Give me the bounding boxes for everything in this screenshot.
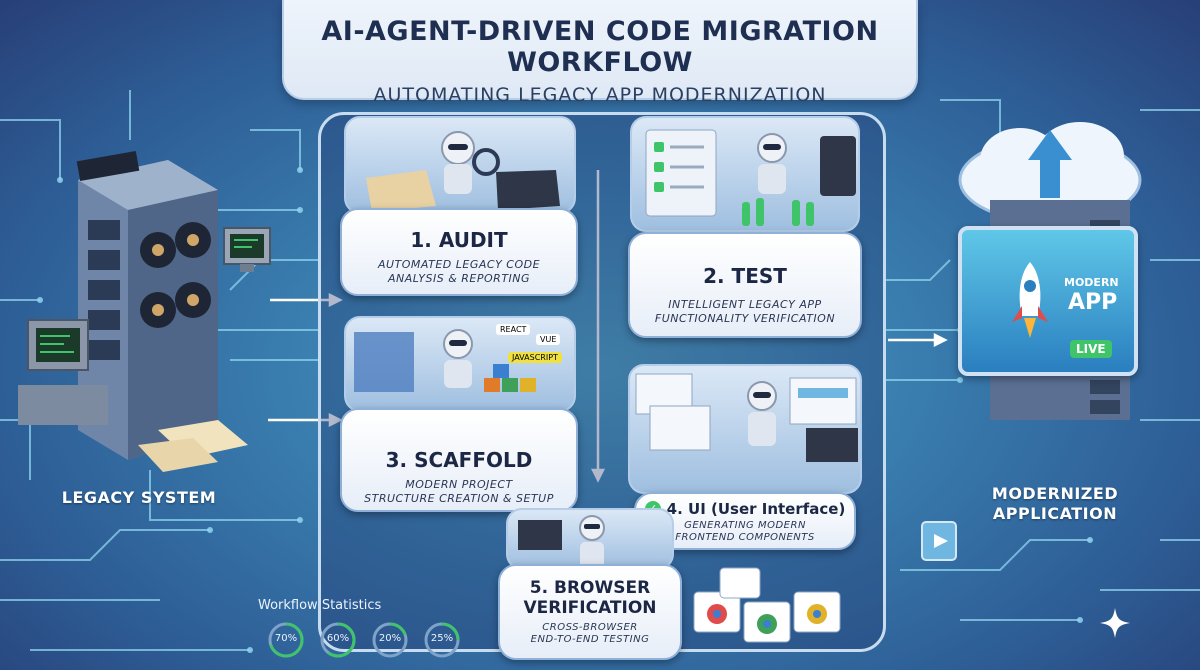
legacy-system-label: LEGACY SYSTEM [61,488,217,507]
robot-wireframes-icon [635,373,858,462]
stat-gauge-ring [372,622,408,658]
robot-test-tubes-icon [645,129,856,226]
modernized-label-line2: APPLICATION [992,504,1118,523]
stat-gauge: 70% [266,620,306,660]
step-browser-title-line2: VERIFICATION [523,598,657,618]
step-test-desc-line1: INTELLIGENT LEGACY APP [668,298,822,311]
stat-gauge: 25% [422,620,462,660]
stat-gauge-fill [268,622,304,658]
step-scaffold-title: 3. SCAFFOLD [385,448,533,472]
step-browser-desc-line2: END-TO-END TESTING [530,634,650,645]
step-scaffold-card: 3. SCAFFOLD MODERN PROJECT STRUCTURE CRE… [340,408,578,512]
stat-gauge-value: 60% [326,633,350,644]
title-banner: AI-AGENT-DRIVEN CODE MIGRATION WORKFLOW … [282,0,918,106]
tech-label-javascript: JAVASCRIPT [508,352,562,363]
modern-app-line1: MODERN [1064,276,1119,289]
step-audit-desc-line2: ANALYSIS & REPORTING [387,272,531,285]
rocket-icon [1012,262,1048,338]
stat-gauge-ring [320,622,356,658]
step-test-title: 2. TEST [703,264,787,288]
page-title: AI-AGENT-DRIVEN CODE MIGRATION WORKFLOW [321,16,879,78]
stat-gauge-ring [424,622,460,658]
robot-browser-icon [518,515,605,568]
page-subtitle: AUTOMATING LEGACY APP MODERNIZATION [373,84,827,106]
test-illustration [630,116,860,232]
stat-gauge-fill [320,622,356,658]
robot-magnifier-icon [366,131,560,212]
live-badge: LIVE [1070,340,1112,358]
step-test-card: 2. TEST INTELLIGENT LEGACY APP FUNCTIONA… [628,232,862,338]
media-window-icon [921,521,957,561]
browser-windows-icon [693,567,841,643]
robot-blocks-icon [354,329,536,392]
modern-app-line2: APP [1068,290,1118,315]
modernized-label-line1: MODERNIZED [991,484,1119,503]
ui-illustration [628,364,862,494]
stat-gauge: 60% [318,620,358,660]
step-browser-title-line1: 5. BROWSER [529,578,651,598]
stat-gauge-ring [268,622,304,658]
browser-illustration [506,508,674,570]
stat-gauge-value: 25% [430,633,454,644]
terminal-monitor-icon [223,227,271,272]
modernized-application-label: MODERNIZED APPLICATION [970,484,1140,524]
modern-app-screen: MODERN APP LIVE [958,226,1138,376]
step-scaffold-desc-line1: MODERN PROJECT [405,478,513,491]
step-audit-title: 1. AUDIT [410,228,508,252]
step-scaffold-desc-line2: STRUCTURE CREATION & SETUP [364,492,554,505]
workflow-statistics-label: Workflow Statistics [258,598,382,613]
step-browser-card: 5. BROWSER VERIFICATION CROSS-BROWSER EN… [498,564,682,660]
stat-gauge: 20% [370,620,410,660]
step-ui-title: 4. UI (User Interface) [666,500,846,518]
stat-gauge-fill [372,622,408,658]
stat-gauge-value: 20% [378,633,402,644]
tech-label-vue: VUE [536,334,561,345]
tech-label-react: REACT [496,324,531,335]
step-ui-desc-line1: GENERATING MODERN [684,520,806,531]
step-ui-desc-line2: FRONTEND COMPONENTS [675,532,815,543]
scaffold-illustration: REACT VUE JAVASCRIPT [344,316,576,412]
sparkle-icon [1100,608,1130,638]
stat-gauge-fill [424,622,460,658]
legacy-server-illustration [18,150,248,472]
step-test-desc-line2: FUNCTIONALITY VERIFICATION [654,312,836,325]
audit-illustration [344,116,576,214]
stat-gauge-value: 70% [274,633,298,644]
step-audit-card: 1. AUDIT AUTOMATED LEGACY CODE ANALYSIS … [340,208,578,296]
step-audit-desc-line1: AUTOMATED LEGACY CODE [377,258,541,271]
step-browser-desc-line1: CROSS-BROWSER [542,622,638,633]
